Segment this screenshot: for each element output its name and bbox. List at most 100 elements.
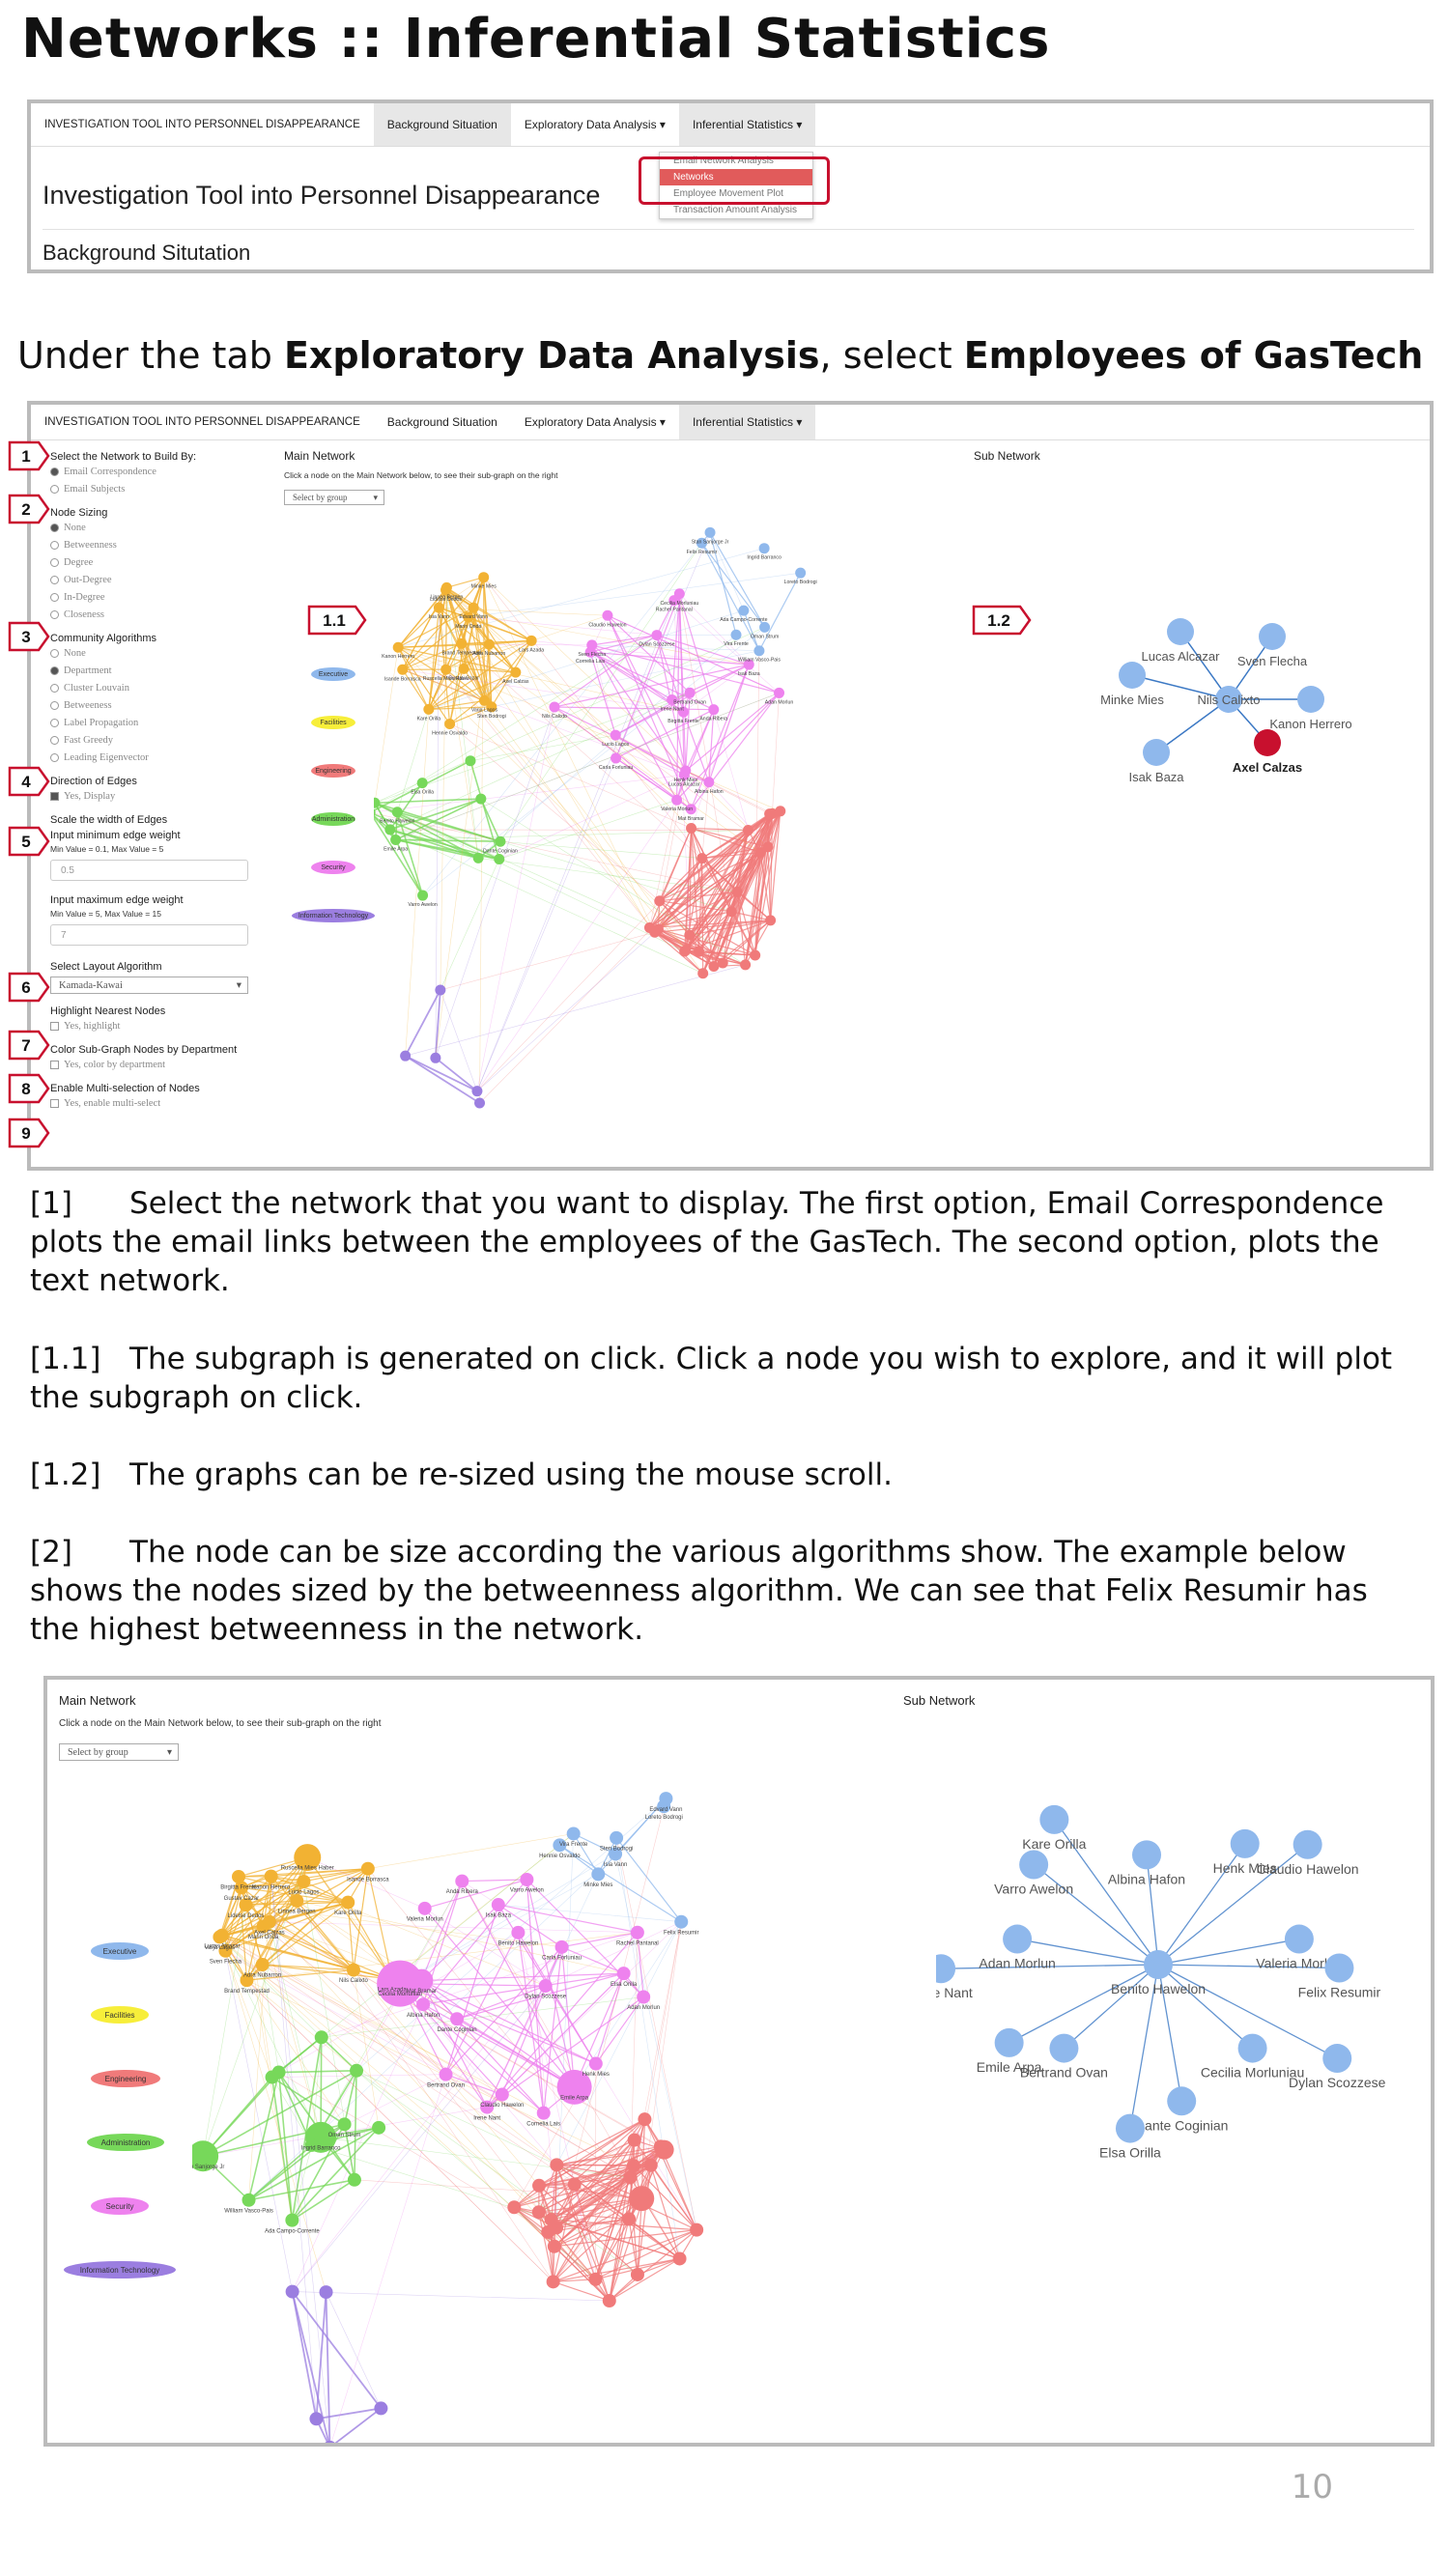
network-node[interactable]	[440, 664, 452, 675]
network-node[interactable]	[775, 806, 786, 817]
radio-size-outdegree[interactable]: Out-Degree	[50, 571, 292, 588]
network-node[interactable]	[232, 1869, 246, 1883]
network-node[interactable]	[532, 2178, 547, 2193]
network-node[interactable]	[416, 778, 428, 789]
network-node[interactable]	[480, 2100, 495, 2114]
network-node[interactable]	[463, 611, 474, 623]
network-node[interactable]	[444, 719, 456, 730]
legend-executive[interactable]: Executive	[311, 667, 355, 681]
network-node[interactable]	[685, 804, 696, 815]
network-node[interactable]	[285, 2284, 299, 2299]
network-node[interactable]	[450, 2012, 465, 2026]
network-node[interactable]	[684, 687, 696, 698]
sub-node[interactable]	[1115, 2113, 1145, 2143]
network-node[interactable]	[384, 824, 396, 835]
sub-node[interactable]	[1230, 1828, 1260, 1858]
network-node[interactable]	[377, 1960, 424, 2007]
network-node[interactable]	[439, 2067, 453, 2081]
select-by-group[interactable]: Select by group▾	[59, 1743, 179, 1761]
radio-size-degree[interactable]: Degree	[50, 553, 292, 571]
network-node[interactable]	[704, 526, 716, 538]
network-node[interactable]	[762, 841, 774, 853]
sub-node[interactable]	[1297, 686, 1324, 713]
network-node[interactable]	[731, 886, 743, 897]
network-node[interactable]	[743, 659, 754, 670]
sub-node[interactable]	[1167, 618, 1194, 645]
legend-executive[interactable]: Executive	[91, 1942, 149, 1960]
network-node[interactable]	[651, 630, 663, 641]
network-node[interactable]	[541, 2224, 555, 2239]
network-node[interactable]	[494, 854, 505, 865]
radio-email-subjects[interactable]: Email Subjects	[50, 480, 292, 497]
sub-node[interactable]	[1254, 729, 1281, 756]
radio-comm-fast-greedy[interactable]: Fast Greedy	[50, 731, 292, 749]
nav-inferential[interactable]: Inferential Statistics ▾	[678, 405, 816, 439]
network-node[interactable]	[346, 1963, 360, 1977]
network-node[interactable]	[696, 537, 707, 549]
network-node[interactable]	[242, 2193, 256, 2207]
network-node[interactable]	[309, 2412, 324, 2426]
network-node[interactable]	[417, 1901, 432, 1915]
radio-size-none[interactable]: None	[50, 519, 292, 536]
network-node[interactable]	[192, 2140, 219, 2172]
network-node[interactable]	[659, 1792, 673, 1806]
network-node[interactable]	[390, 834, 402, 845]
network-node[interactable]	[708, 704, 720, 716]
network-node[interactable]	[290, 1893, 304, 1908]
network-node[interactable]	[566, 1826, 581, 1841]
sub-node[interactable]	[1143, 739, 1170, 766]
network-node[interactable]	[304, 2137, 319, 2152]
sub-center-node[interactable]	[1215, 686, 1242, 713]
network-node[interactable]	[730, 629, 742, 640]
network-node[interactable]	[567, 2177, 582, 2192]
network-node[interactable]	[433, 602, 444, 613]
network-node[interactable]	[474, 1097, 486, 1109]
radio-comm-louvain[interactable]: Cluster Louvain	[50, 679, 292, 696]
network-node[interactable]	[588, 2272, 603, 2286]
legend-it[interactable]: Information Technology	[64, 2261, 176, 2279]
network-node[interactable]	[753, 645, 765, 657]
layout-select[interactable]: Kamada-Kawai▾	[50, 977, 248, 994]
network-node[interactable]	[239, 1898, 253, 1912]
nav-brand[interactable]: INVESTIGATION TOOL INTO PERSONNEL DISAPP…	[44, 416, 360, 428]
network-node[interactable]	[495, 835, 506, 847]
network-node[interactable]	[740, 959, 752, 971]
radio-comm-label-prop[interactable]: Label Propagation	[50, 714, 292, 731]
sub-node[interactable]	[994, 2027, 1024, 2057]
network-node[interactable]	[643, 921, 655, 933]
network-node[interactable]	[638, 2112, 652, 2127]
legend-security[interactable]: Security	[311, 861, 355, 874]
legend-security[interactable]: Security	[91, 2197, 149, 2215]
network-node[interactable]	[680, 765, 692, 777]
network-node[interactable]	[458, 663, 469, 674]
sub-node[interactable]	[1019, 1850, 1049, 1880]
network-node[interactable]	[654, 895, 666, 907]
network-node[interactable]	[423, 703, 435, 715]
sub-node[interactable]	[1039, 1804, 1069, 1834]
dd-transaction[interactable]: Transaction Amount Analysis	[673, 205, 798, 215]
nav-brand[interactable]: INVESTIGATION TOOL INTO PERSONNEL DISAPP…	[44, 119, 360, 130]
network-node[interactable]	[708, 960, 720, 972]
network-node[interactable]	[690, 2222, 704, 2237]
network-node[interactable]	[234, 1881, 248, 1895]
radio-size-betweenness[interactable]: Betweenness	[50, 536, 292, 553]
nav-background[interactable]: Background Situation	[386, 415, 497, 429]
network-node[interactable]	[486, 701, 497, 713]
network-node[interactable]	[397, 664, 409, 675]
network-node[interactable]	[536, 2106, 551, 2120]
radio-email-correspondence[interactable]: Email Correspondence	[50, 463, 292, 480]
network-node[interactable]	[297, 1874, 311, 1888]
network-node[interactable]	[774, 687, 785, 698]
network-node[interactable]	[629, 2186, 655, 2212]
radio-comm-eigenvector[interactable]: Leading Eigenvector	[50, 749, 292, 766]
network-node[interactable]	[511, 1925, 526, 1939]
network-node[interactable]	[679, 946, 691, 957]
network-node[interactable]	[341, 1895, 355, 1910]
nav-background[interactable]: Background Situation	[373, 103, 511, 146]
network-node[interactable]	[374, 807, 376, 818]
network-node[interactable]	[372, 2120, 386, 2135]
nav-inferential[interactable]: Inferential Statistics ▾	[678, 103, 816, 146]
legend-facilities[interactable]: Facilities	[311, 716, 355, 729]
